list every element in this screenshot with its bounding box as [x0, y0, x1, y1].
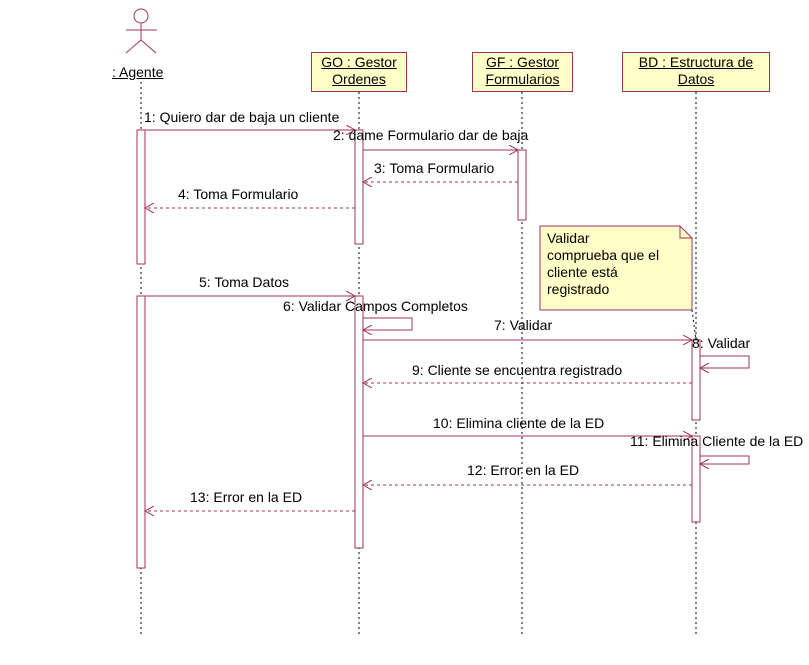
arrow-msg-6-self	[363, 317, 413, 330]
object-gestor-ordenes-line1: GO : Gestor	[321, 54, 397, 70]
message-label-9: 9: Cliente se encuentra registrado	[412, 362, 623, 378]
note-shape	[539, 225, 693, 311]
object-gestor-formularios-line1: GF : Gestor	[485, 54, 560, 70]
arrow-msg-11-self	[700, 455, 750, 464]
activation-agente-1	[136, 129, 146, 265]
note-connector	[691, 309, 697, 341]
message-label-13: 13: Error en la ED	[190, 489, 303, 505]
activation-gestor-ordenes-1	[354, 129, 364, 245]
message-label-8: 8: Validar	[692, 335, 751, 351]
message-label-3: 3: Toma Formulario	[374, 160, 495, 176]
message-label-7: 7: Validar	[494, 317, 553, 333]
arrow-msg-8-self	[700, 355, 750, 368]
actor-label: : Agente	[112, 64, 164, 80]
object-estructura-datos[interactable]: BD : Estructura de Datos	[622, 52, 770, 92]
object-gestor-ordenes-line2: Ordenes	[332, 71, 386, 87]
message-label-5: 5: Toma Datos	[199, 274, 290, 290]
message-label-1: 1: Quiero dar de baja un cliente	[144, 109, 340, 125]
note: Validar comprueba que el cliente está re…	[540, 226, 692, 310]
message-label-2: 2: dame Formulario dar de baja	[333, 127, 529, 143]
message-label-10: 10: Elimina cliente de la ED	[433, 415, 605, 431]
activation-gestor-formularios-1	[517, 149, 527, 221]
object-estructura-datos-line1: BD : Estructura de	[638, 54, 754, 70]
actor-stick-figure	[125, 8, 157, 54]
note-line-1: Validar	[547, 230, 590, 246]
message-label-11: 11: Elimina Cliente de la ED	[630, 433, 804, 449]
message-label-4: 4: Toma Formulario	[178, 186, 299, 202]
object-gestor-ordenes[interactable]: GO : Gestor Ordenes	[311, 52, 407, 92]
activation-agente-2	[136, 295, 146, 569]
activation-gestor-ordenes-2	[354, 295, 364, 549]
activation-estructura-datos-2	[691, 435, 701, 523]
object-gestor-formularios-line2: Formularios	[485, 71, 560, 87]
note-line-3: cliente está	[547, 264, 618, 280]
note-line-4: registrado	[547, 281, 610, 297]
object-gestor-formularios[interactable]: GF : Gestor Formularios	[472, 52, 573, 92]
message-label-12: 12: Error en la ED	[467, 462, 580, 478]
object-estructura-datos-line2: Datos	[677, 71, 715, 87]
activation-estructura-datos-1	[691, 339, 701, 421]
note-line-2: comprueba que el	[547, 247, 660, 263]
message-label-6: 6: Validar Campos Completos	[283, 298, 468, 314]
